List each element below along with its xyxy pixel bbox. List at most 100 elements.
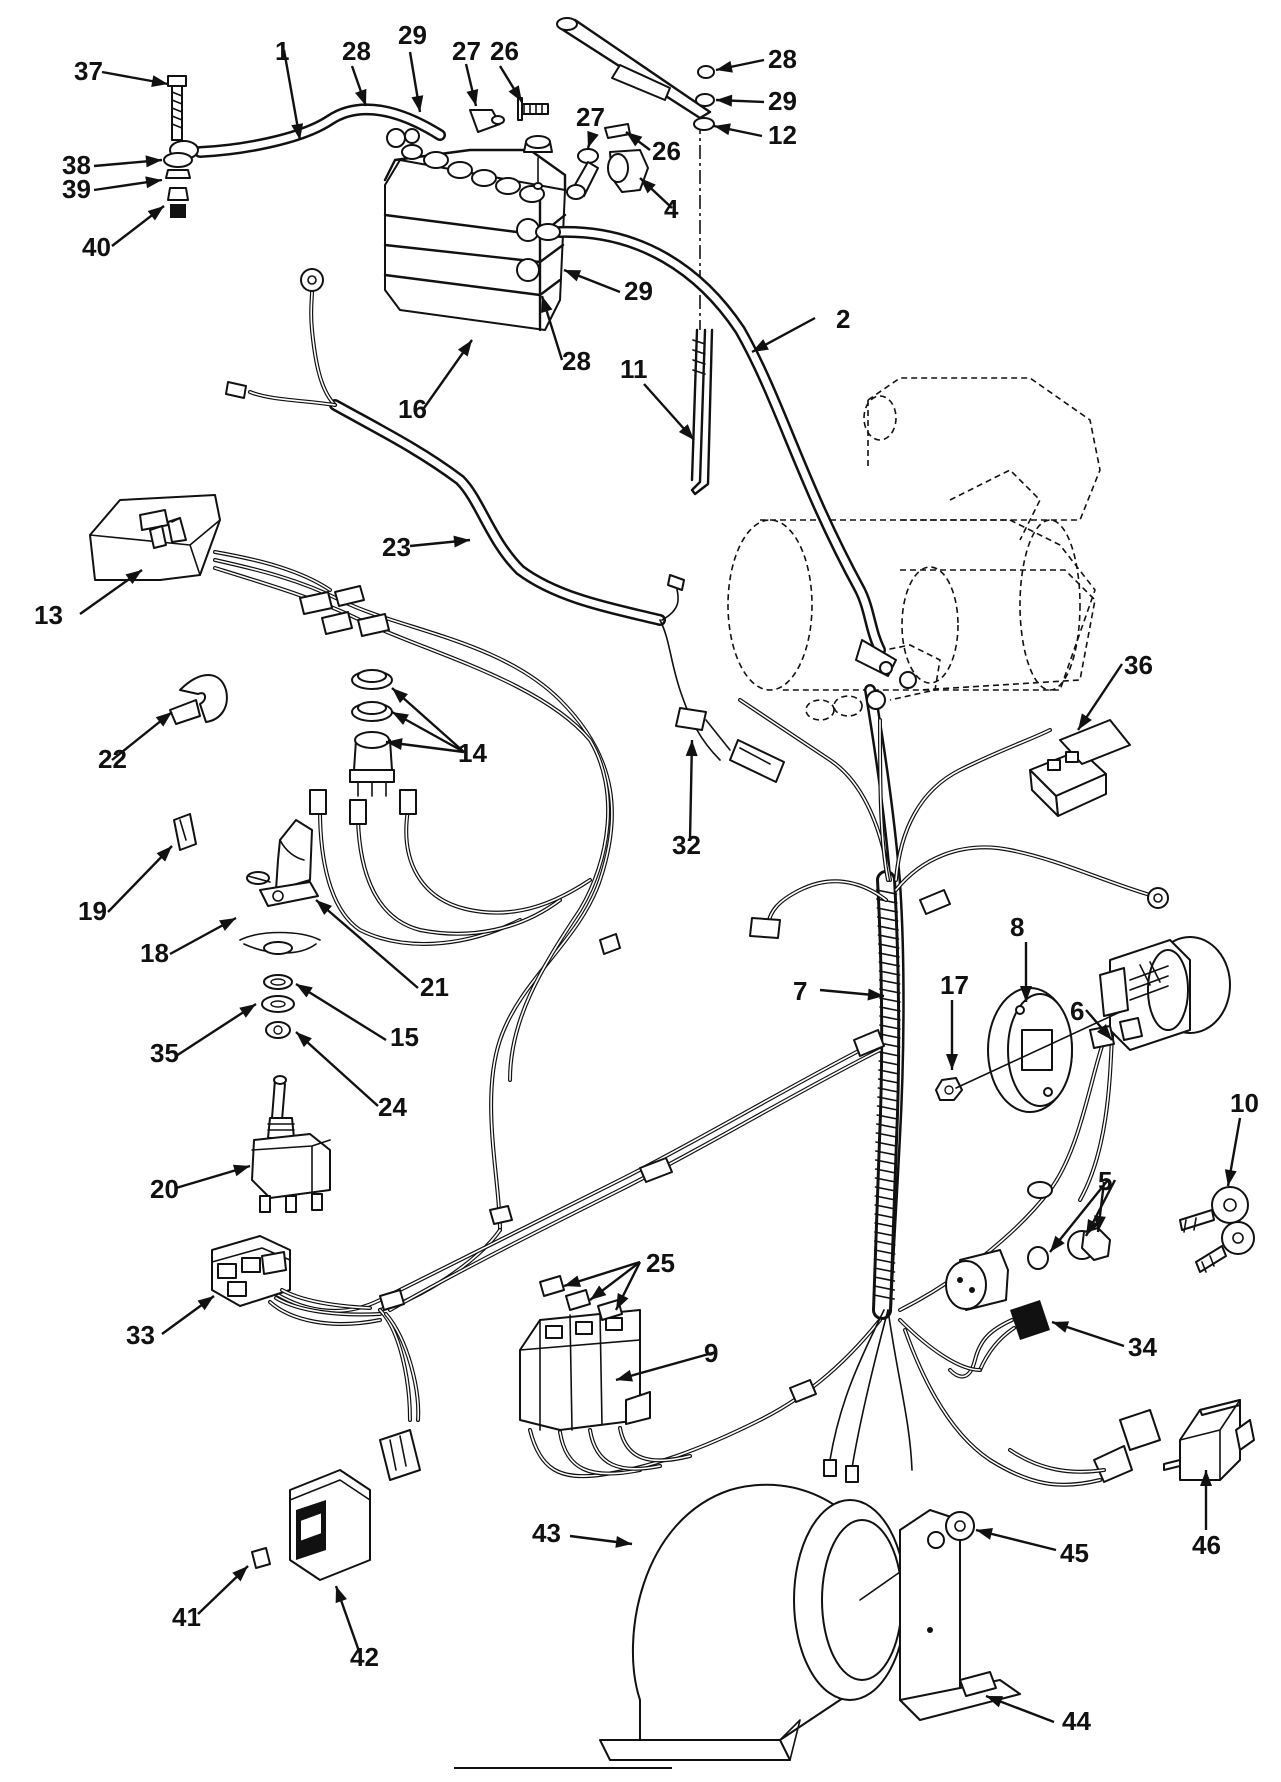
callout-23: 23 [382,532,411,562]
arrowhead [616,1293,629,1310]
arrowhead [1086,1219,1099,1236]
arrowhead [587,130,599,148]
callout-25: 25 [646,1248,675,1278]
callout-40: 40 [82,232,111,262]
arrowhead [541,296,553,314]
leader-arrows [79,49,1242,1724]
leader-line [688,739,694,841]
leader-line [295,982,387,1042]
callout-34: 34 [1128,1332,1157,1362]
connector-33 [211,1235,421,1422]
switch-14 [349,669,395,797]
arrowhead [411,95,424,112]
callout-46: 46 [1192,1530,1221,1560]
bracket-44 [899,1509,1021,1721]
cap-41 [251,1547,271,1569]
callout-28a: 28 [342,36,371,66]
arrowhead [145,155,162,168]
connector-34 [898,1300,1050,1379]
arrowhead [976,1528,993,1540]
arrowhead [626,132,643,147]
horn-43 [599,1483,941,1761]
callout-20: 20 [150,1174,179,1204]
main-harness-7 [738,671,1169,1320]
arrowhead [316,900,333,915]
callout-24: 24 [378,1092,407,1122]
callout-10: 10 [1230,1088,1259,1118]
switch-leads [309,789,592,946]
battery-cable-2 [535,223,897,677]
callout-2: 2 [836,304,850,334]
hold-down-rod [556,17,715,496]
callout-41: 41 [172,1602,201,1632]
left-harness [213,550,885,1313]
ground-cable-23 [225,268,721,761]
module-13 [89,494,221,581]
callout-21: 21 [420,972,449,1002]
nut-45 [945,1511,975,1541]
callout-39: 39 [62,174,91,204]
part-22 [169,674,228,725]
battery [383,144,567,332]
callout-42: 42 [350,1642,379,1672]
arrowhead [640,178,656,194]
switch-bracket-21 [259,819,319,907]
arrowhead [714,123,731,136]
callout-26a: 26 [490,36,519,66]
terminal-hardware [469,97,649,200]
callout-28c: 28 [562,346,591,376]
callout-12: 12 [768,120,797,150]
callout-26b: 26 [652,136,681,166]
nut-17 [935,1011,1121,1101]
key-switch-5 [945,1227,1111,1311]
arrowhead [125,570,142,585]
arrowhead [564,270,582,282]
starter-motor-phantom [727,377,1101,721]
arrowhead [145,176,162,189]
callout-35: 35 [150,1038,179,1068]
callout-36: 36 [1124,650,1153,680]
callout-29b: 29 [768,86,797,116]
callout-16: 16 [398,394,427,424]
callout-8: 8 [1010,912,1024,942]
clip-18 [246,871,271,885]
callout-44: 44 [1062,1706,1091,1736]
arrowhead [1093,1215,1106,1232]
arrowhead [197,1296,214,1311]
arrowhead [716,94,733,107]
arrowhead [1052,1321,1070,1333]
callout-27a: 27 [452,36,481,66]
callout-45: 45 [1060,1538,1089,1568]
toggle-switch-20 [251,1075,331,1213]
callout-4: 4 [664,194,679,224]
callout-29a: 29 [398,20,427,50]
callout-labels: 1 2 4 5 6 7 8 9 10 11 12 13 14 15 16 17 … [34,20,1259,1736]
arrowhead [355,88,367,106]
callout-9: 9 [704,1338,718,1368]
arrowhead [392,688,408,704]
callout-28b: 28 [768,44,797,74]
arrowhead [685,740,698,757]
arrowhead [155,712,172,727]
arrowhead [219,918,236,931]
callout-27b: 27 [576,102,605,132]
callout-14: 14 [458,738,487,768]
arrowhead [508,85,522,102]
arrowhead [466,89,479,106]
arrowhead [291,123,304,140]
callout-32: 32 [672,830,701,860]
arrowhead [752,339,769,352]
callout-17: 17 [940,970,969,1000]
arrowhead [716,60,733,73]
callout-7: 7 [793,976,807,1006]
arrowhead [453,535,470,548]
arrowhead [1020,986,1032,1002]
arrowhead [151,75,168,88]
callout-5: 5 [1098,1166,1112,1196]
arrowhead [1224,1169,1237,1186]
arrowhead [590,1285,607,1300]
washer-15 [263,974,293,990]
connector-32 [675,707,785,783]
arrowhead [986,1696,1004,1708]
relay-46 [903,1328,1255,1487]
